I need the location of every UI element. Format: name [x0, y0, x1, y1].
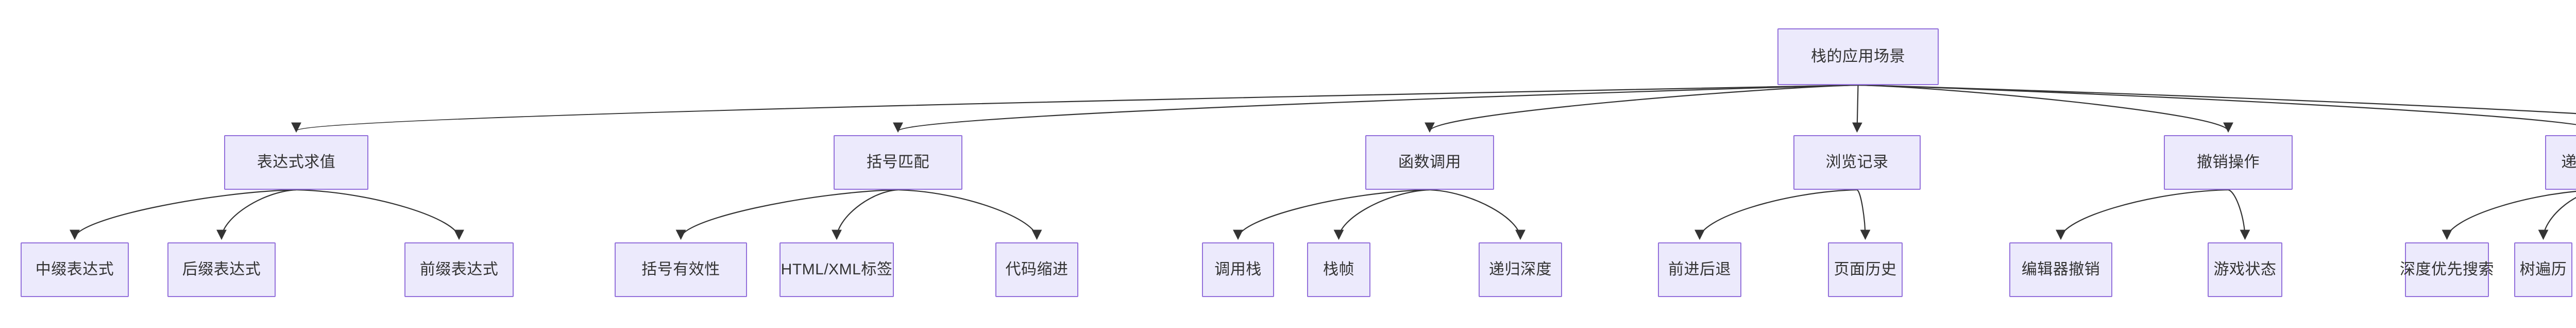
node-label-depth: 递归深度 [1489, 261, 1552, 278]
edge-paren-to-tags [832, 189, 899, 240]
node-label-cstack: 调用栈 [1214, 261, 1262, 278]
edge-expr-to-infix [70, 189, 297, 240]
edge-root-to-undo [1858, 84, 2233, 133]
node-navback[interactable]: 前进后退 [1658, 242, 1741, 297]
node-expr[interactable]: 表达式求值 [224, 135, 368, 190]
node-history[interactable]: 页面历史 [1828, 242, 1903, 297]
edge-rec-to-tree [2538, 196, 2576, 240]
node-browse[interactable]: 浏览记录 [1793, 135, 1921, 190]
node-depth[interactable]: 递归深度 [1479, 242, 1562, 297]
edge-expr-to-postfix [216, 189, 297, 240]
node-label-navback: 前进后退 [1668, 261, 1731, 278]
node-label-prefix: 前缀表达式 [419, 261, 499, 278]
edge-rec-to-dfs [2442, 190, 2576, 240]
node-indent[interactable]: 代码缩进 [995, 242, 1078, 297]
edge-browse-to-history [1856, 189, 1871, 240]
node-label-func: 函数调用 [1398, 154, 1461, 171]
node-label-rec: 递归转循环 [2561, 154, 2576, 171]
node-dfs[interactable]: 深度优先搜索 [2400, 242, 2494, 297]
node-label-valid: 括号有效性 [641, 261, 720, 278]
node-editor[interactable]: 编辑器撤销 [2009, 242, 2112, 297]
node-label-root: 栈的应用场景 [1811, 48, 1905, 65]
node-label-game: 游戏状态 [2213, 261, 2277, 278]
edge-root-to-paren [893, 84, 1858, 133]
edge-browse-to-navback [1694, 189, 1857, 240]
node-label-history: 页面历史 [1834, 261, 1897, 278]
node-cstack[interactable]: 调用栈 [1202, 242, 1274, 297]
node-valid[interactable]: 括号有效性 [615, 242, 747, 297]
node-label-dfs: 深度优先搜索 [2400, 261, 2494, 278]
edge-func-to-cstack [1233, 189, 1430, 240]
node-root[interactable]: 栈的应用场景 [1777, 28, 1939, 85]
node-tags[interactable]: HTML/XML标签 [779, 242, 894, 297]
edge-root-to-rec [1858, 84, 2576, 125]
node-undo[interactable]: 撤销操作 [2164, 135, 2293, 190]
node-label-postfix: 后缀表达式 [182, 261, 261, 278]
edge-root-to-func [1425, 84, 1858, 133]
edge-func-to-depth [1429, 189, 1526, 240]
edge-paren-to-valid [675, 189, 899, 240]
node-label-editor: 编辑器撤销 [2021, 261, 2100, 278]
node-label-indent: 代码缩进 [1005, 261, 1069, 278]
edge-root-to-browse [1852, 85, 1862, 133]
node-frame[interactable]: 栈帧 [1307, 242, 1370, 297]
edge-root-to-maze [1858, 84, 2576, 114]
node-label-paren: 括号匹配 [867, 154, 929, 171]
node-label-expr: 表达式求值 [257, 154, 336, 171]
node-func[interactable]: 函数调用 [1365, 135, 1494, 190]
edge-root-to-expr [292, 84, 1858, 133]
node-rec[interactable]: 递归转循环 [2545, 135, 2576, 190]
edge-undo-to-editor [2056, 189, 2229, 240]
node-label-frame: 栈帧 [1323, 261, 1354, 278]
node-label-browse: 浏览记录 [1825, 154, 1889, 171]
node-prefix[interactable]: 前缀表达式 [404, 242, 514, 297]
edge-paren-to-indent [897, 189, 1042, 240]
node-label-infix: 中缀表达式 [35, 261, 114, 278]
node-label-tags: HTML/XML标签 [781, 261, 893, 278]
edge-func-to-frame [1333, 189, 1430, 240]
edge-expr-to-prefix [296, 189, 464, 240]
node-game[interactable]: 游戏状态 [2208, 242, 2282, 297]
node-paren[interactable]: 括号匹配 [834, 135, 962, 190]
node-infix[interactable]: 中缀表达式 [21, 242, 129, 297]
edge-undo-to-game [2228, 189, 2250, 240]
node-postfix[interactable]: 后缀表达式 [167, 242, 276, 297]
node-label-tree: 树遍历 [2519, 261, 2567, 278]
node-tree[interactable]: 树遍历 [2514, 242, 2572, 297]
node-label-undo: 撤销操作 [2197, 154, 2260, 171]
